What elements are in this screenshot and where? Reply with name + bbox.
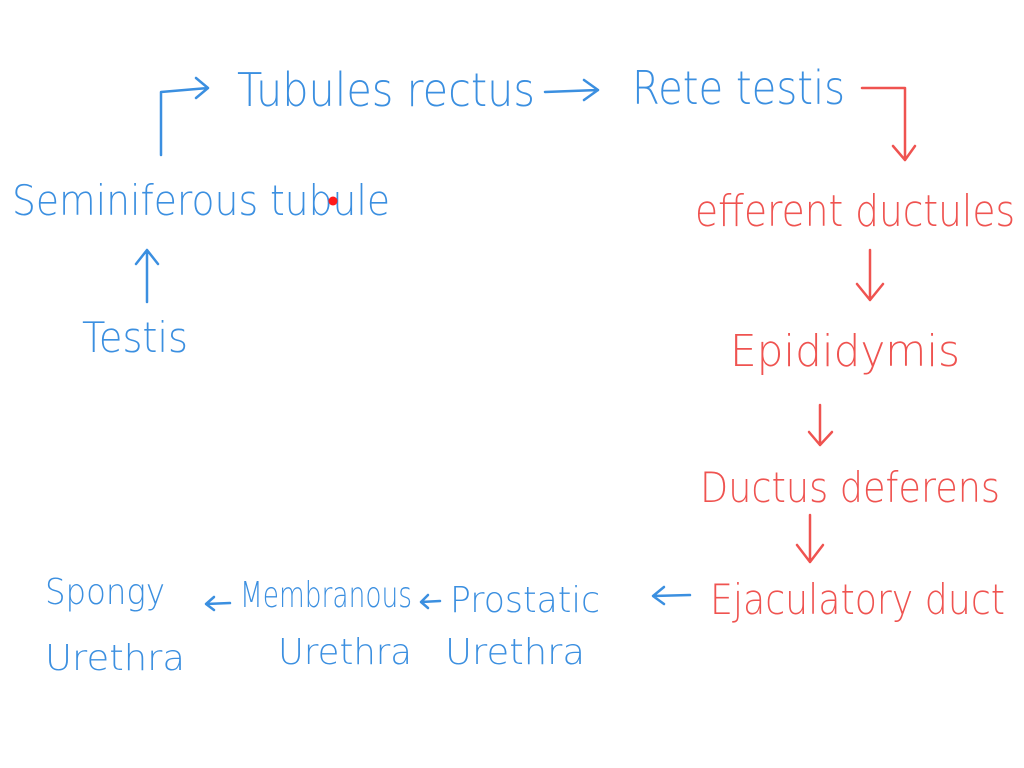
label-spongy-urethra: Urethra [45, 638, 185, 679]
label-tubules-rectus: Tubules rectus [237, 63, 535, 117]
label-spongy: Spongy [45, 572, 165, 613]
arrow-seminiferous-to-tubules-rectus [159, 76, 210, 157]
label-membranous-urethra: Urethra [278, 632, 412, 673]
label-ejaculatory-duct: Ejaculatory duct [710, 575, 1005, 624]
arrow-prostatic-to-membranous [419, 593, 442, 610]
label-efferent-ductules: efferent ductules [695, 186, 1015, 237]
arrow-membranous-to-spongy [204, 595, 232, 612]
arrow-testis-to-seminiferous [134, 248, 160, 304]
label-prostatic: Prostatic [450, 580, 600, 621]
label-prostatic-urethra: Urethra [445, 632, 585, 673]
label-epididymis: Epididymis [730, 326, 960, 377]
label-membranous: Membranous [240, 575, 412, 616]
label-seminiferous-tubule: Seminiferous tubule [12, 176, 390, 225]
label-rete-testis: Rete testis [632, 61, 845, 115]
arrow-efferent-to-epididymis [855, 248, 885, 302]
arrow-epididymis-to-ductus [807, 403, 834, 447]
label-ductus-deferens: Ductus deferens [700, 463, 1000, 512]
arrow-ejaculatory-to-prostatic [651, 585, 692, 606]
marker-dot [328, 196, 338, 206]
arrow-ductus-to-ejaculatory [795, 513, 825, 564]
arrow-tubules-rectus-to-rete-testis [543, 78, 600, 102]
arrow-rete-testis-to-efferent [860, 86, 917, 162]
label-testis: Testis [82, 313, 188, 362]
